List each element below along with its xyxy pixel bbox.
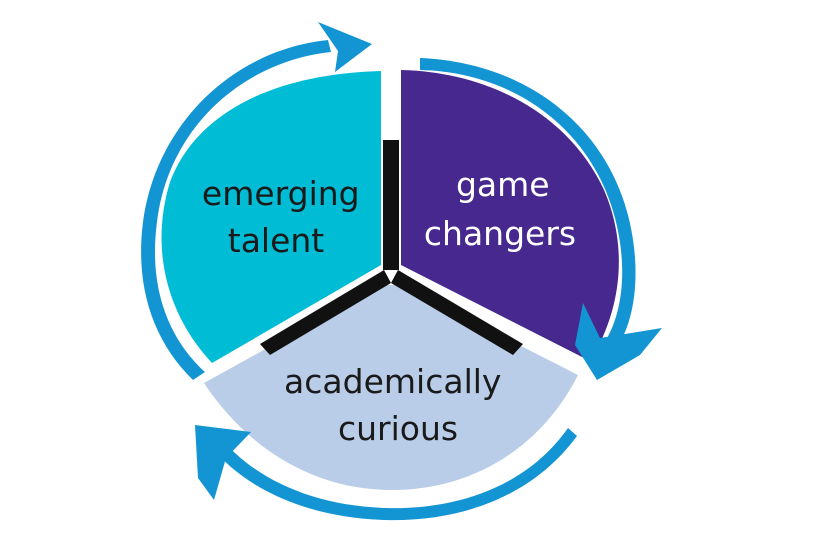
label-emerging-talent-line-2: talent (228, 221, 325, 260)
clockwise-cycle-arrow-icon (575, 303, 662, 380)
segment-emerging-talent (161, 71, 381, 363)
label-academically-curious-line-2: curious (338, 409, 458, 448)
label-academically-curious: academically curious (284, 362, 512, 448)
label-emerging-talent: emerging talent (202, 174, 370, 260)
hub-separator-right (391, 270, 523, 355)
cycle-arrows (141, 22, 662, 521)
label-game-changers: game changers (424, 165, 576, 253)
label-emerging-talent-line-1: emerging (202, 174, 360, 213)
hub-separator-vertical (383, 140, 399, 270)
clockwise-cycle-arrow-icon (195, 425, 251, 500)
hub-separators (260, 140, 523, 355)
label-game-changers-line-2: changers (424, 214, 576, 253)
cycle-arrow-right (420, 58, 636, 352)
label-academically-curious-line-1: academically (284, 362, 501, 401)
label-game-changers-line-1: game (456, 165, 550, 204)
hub-separator-left (260, 270, 391, 355)
cycle-arrow-top-left (141, 40, 331, 380)
cycle-arrow-bottom (210, 428, 577, 521)
clockwise-cycle-arrow-icon (318, 22, 372, 72)
segment-game-changers (401, 70, 619, 361)
